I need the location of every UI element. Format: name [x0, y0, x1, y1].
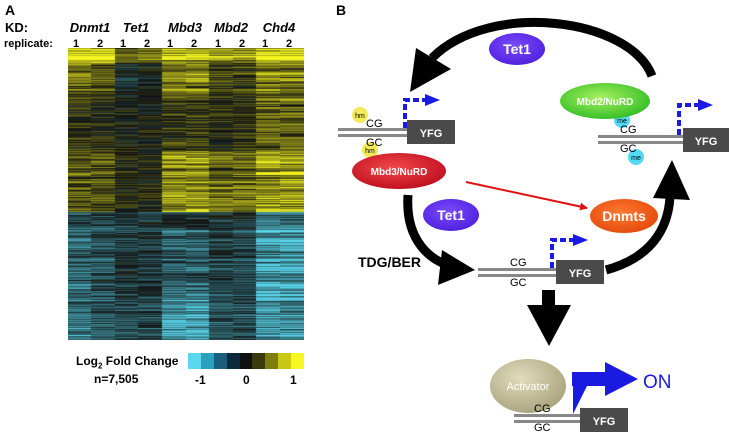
- scale-tick-min: -1: [195, 373, 206, 387]
- color-scale-swatch: [188, 353, 201, 369]
- mbd2-nurd-blob: [560, 83, 650, 119]
- gc-label: GC: [534, 422, 551, 434]
- gc-label: GC: [510, 277, 527, 289]
- color-scale-bar: [188, 353, 305, 369]
- sample-label-mbd3: Mbd3: [168, 20, 202, 35]
- replicate-number: 1: [119, 38, 127, 50]
- yfg-label: YFG: [569, 268, 592, 280]
- replicate-number: 1: [166, 38, 174, 50]
- tet1-mid-label: Tet1: [437, 207, 465, 223]
- kd-label: KD:: [5, 20, 29, 35]
- hm-mark-top-label: hm: [355, 113, 365, 120]
- gene-unit-active: [514, 362, 638, 432]
- cg-label: CG: [366, 118, 383, 130]
- replicate-number: 1: [261, 38, 269, 50]
- gc-label: GC: [620, 143, 637, 155]
- expression-heatmap: [68, 48, 304, 340]
- hm-mark-bottom-label: hm: [365, 148, 375, 155]
- activator-blob: [490, 359, 566, 413]
- legend-title: Log2 Fold Change: [76, 354, 179, 371]
- activator-label: Activator: [507, 381, 550, 393]
- arrow-left-tdg: [403, 194, 475, 285]
- arrow-red-dnmts: [465, 181, 588, 211]
- replicate-label: replicate:: [4, 38, 53, 50]
- tet1-mid-blob: [423, 199, 479, 231]
- replicate-number: 2: [285, 38, 293, 50]
- tet1-top-blob: [489, 33, 545, 65]
- sample-label-dnmt1: Dnmt1: [69, 20, 111, 35]
- me-mark-bottom-label: me: [631, 155, 641, 162]
- color-scale-swatch: [200, 353, 214, 369]
- yfg-label: YFG: [420, 128, 443, 140]
- tdg-ber-label: TDG/BER: [358, 254, 421, 270]
- scale-tick-mid: 0: [243, 373, 250, 387]
- hydroxymethyl-mark-bottom: [362, 142, 378, 158]
- color-scale-swatch: [291, 353, 305, 369]
- panel-b-letter: B: [336, 2, 347, 18]
- color-scale-swatch: [278, 353, 292, 369]
- yfg-label: YFG: [695, 136, 718, 148]
- tet1-top-label: Tet1: [503, 41, 531, 57]
- arrow-right-up: [604, 160, 690, 275]
- color-scale-swatch: [265, 353, 279, 369]
- arrow-top-arc: [410, 17, 657, 92]
- sample-label-chd4: Chd4: [262, 20, 296, 35]
- mbd3-nurd-blob: [352, 153, 446, 189]
- sample-label-mbd2: Mbd2: [214, 20, 248, 35]
- dnmts-blob: [590, 199, 658, 233]
- panel-a-letter: A: [5, 2, 16, 18]
- color-scale-swatch: [252, 353, 266, 369]
- gene-unit-methylated: [598, 99, 729, 152]
- replicate-number: 2: [238, 38, 246, 50]
- me-mark-top-label: me: [617, 118, 627, 125]
- replicate-number: 2: [143, 38, 151, 50]
- replicate-number: 2: [190, 38, 198, 50]
- replicate-number: 1: [214, 38, 222, 50]
- mbd3-nurd-label: Mbd3/NuRD: [371, 167, 428, 178]
- cg-label: CG: [510, 257, 527, 269]
- color-scale-swatch: [239, 353, 253, 369]
- color-scale-swatch: [226, 353, 240, 369]
- dnmts-label: Dnmts: [602, 208, 646, 224]
- gene-unit-unmethylated: [478, 234, 604, 284]
- cg-label: CG: [534, 403, 551, 415]
- gene-count-label: n=7,505: [94, 372, 139, 386]
- scale-tick-max: 1: [290, 373, 297, 387]
- gc-label: GC: [366, 137, 383, 149]
- methyl-mark-bottom: [628, 149, 644, 165]
- yfg-label: YFG: [593, 416, 616, 428]
- cg-label: CG: [620, 124, 637, 136]
- on-label: ON: [643, 372, 672, 393]
- gene-unit-hydroxymethylated: [338, 94, 455, 144]
- replicate-number: 1: [72, 38, 80, 50]
- mbd2-nurd-label: Mbd2/NuRD: [577, 97, 634, 108]
- sample-label-tet1: Tet1: [122, 20, 150, 35]
- color-scale-swatch: [213, 353, 227, 369]
- replicate-number: 2: [96, 38, 104, 50]
- arrow-down-activation: [527, 290, 571, 346]
- hydroxymethyl-mark-top: [352, 107, 368, 123]
